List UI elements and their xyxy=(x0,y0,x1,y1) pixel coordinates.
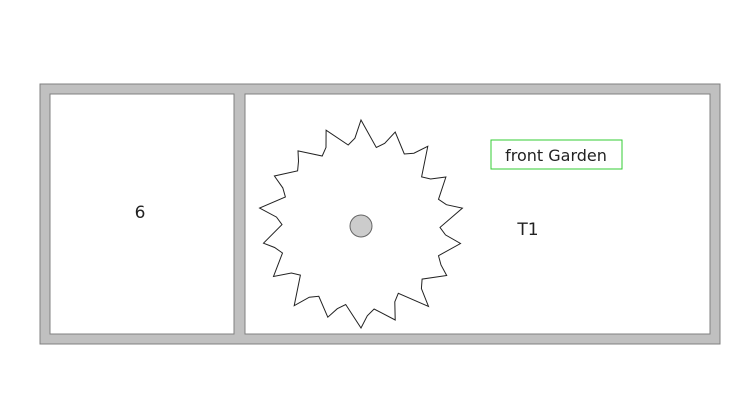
room-left-label: 6 xyxy=(135,203,146,223)
tree-trunk-icon xyxy=(349,214,373,238)
room-left[interactable] xyxy=(49,93,235,335)
front-garden-tag[interactable] xyxy=(490,139,623,170)
room-right[interactable] xyxy=(244,93,711,335)
tree-canopy-icon[interactable] xyxy=(258,118,464,329)
front-garden-tag-label: front Garden xyxy=(505,146,607,165)
room-right-label: T1 xyxy=(516,220,538,240)
